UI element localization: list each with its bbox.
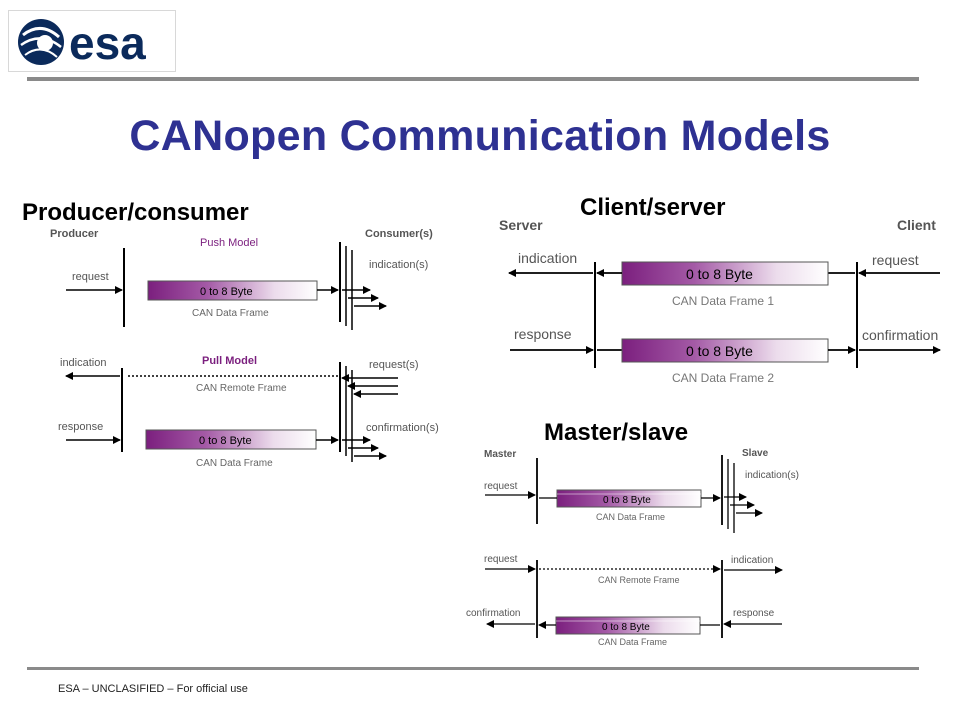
page-title: CANopen Communication Models [129, 112, 831, 160]
esa-logo: esa [8, 10, 176, 72]
client-server-diagram: Server Client indication request 0 to 8 … [499, 217, 941, 385]
cs-can-data-frame-1-label: CAN Data Frame 1 [672, 294, 774, 308]
cs-frame1-label: 0 to 8 Byte [686, 266, 753, 282]
footer-divider [27, 667, 919, 670]
cs-can-data-frame-2-label: CAN Data Frame 2 [672, 371, 774, 385]
pull-can-data-frame-label: CAN Data Frame [196, 458, 273, 469]
consumers-label: Consumer(s) [365, 228, 433, 240]
ms-indications-label: indication(s) [745, 470, 799, 481]
ms-can-data-frame-label: CAN Data Frame [596, 512, 665, 522]
ms-indication-label: indication [731, 555, 773, 566]
ms-can-data-frame-3-label: CAN Data Frame [598, 637, 667, 647]
cs-request-label: request [872, 252, 919, 268]
push-request-label: request [72, 271, 109, 283]
server-label: Server [499, 217, 543, 233]
push-frame-label: 0 to 8 Byte [200, 286, 253, 298]
footer-classification: ESA – UNCLASIFIED – For official use [58, 683, 248, 695]
esa-logo-text: esa [69, 17, 146, 69]
ms-response-label: response [733, 608, 775, 619]
push-indications-label: indication(s) [369, 259, 428, 271]
pull-response-label: response [58, 421, 103, 433]
ms-frame3-label: 0 to 8 Byte [602, 622, 650, 633]
esa-logo-mark: esa [18, 17, 146, 69]
ms-request-label: request [484, 481, 518, 492]
pull-frame-label: 0 to 8 Byte [199, 435, 252, 447]
slave-label: Slave [742, 448, 769, 459]
push-can-data-frame-label: CAN Data Frame [192, 308, 269, 319]
client-label: Client [897, 217, 936, 233]
master-slave-diagram: Master Slave request 0 to 8 Byte CAN Dat… [466, 448, 799, 647]
producer-label: Producer [50, 228, 99, 240]
producer-consumer-diagram: Producer Consumer(s) Push Model request … [50, 228, 439, 469]
cs-response-label: response [514, 326, 572, 342]
cs-frame2-label: 0 to 8 Byte [686, 343, 753, 359]
push-model-label: Push Model [200, 237, 258, 249]
pull-requests-label: request(s) [369, 359, 419, 371]
cs-indication-label: indication [518, 250, 577, 266]
pull-model-label: Pull Model [202, 355, 257, 367]
master-slave-heading: Master/slave [544, 419, 689, 446]
ms-can-remote-frame-label: CAN Remote Frame [598, 575, 680, 585]
master-label: Master [484, 449, 516, 460]
producer-consumer-heading: Producer/consumer [22, 199, 249, 226]
header-divider [27, 77, 919, 81]
pull-confirmations-label: confirmation(s) [366, 422, 439, 434]
client-server-heading: Client/server [580, 194, 726, 221]
pull-indication-label: indication [60, 357, 106, 369]
cs-confirmation-label: confirmation [862, 327, 938, 343]
ms-confirmation-label: confirmation [466, 608, 520, 619]
pull-can-remote-frame-label: CAN Remote Frame [196, 383, 287, 394]
ms-request2-label: request [484, 554, 518, 565]
ms-frame-label: 0 to 8 Byte [603, 495, 651, 506]
